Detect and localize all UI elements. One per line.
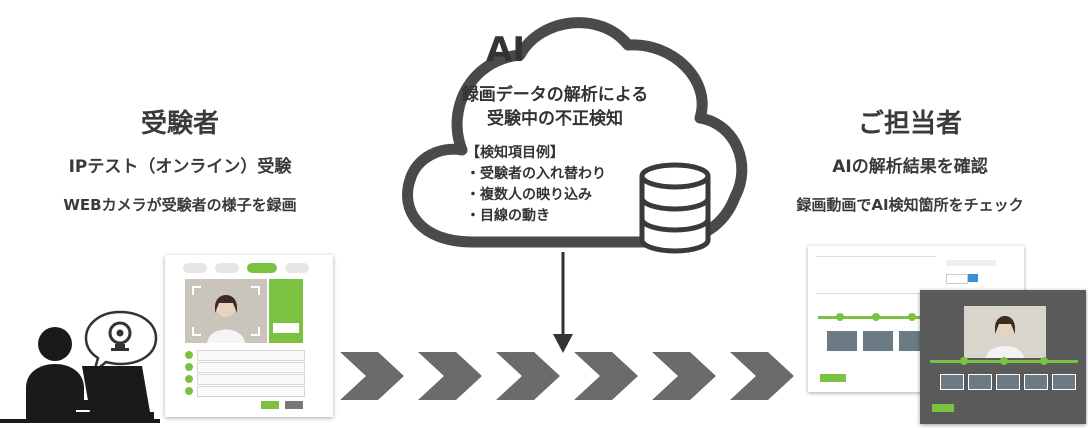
chevron-right-icon (418, 352, 482, 400)
admin-heading: ご担当者 (857, 109, 962, 139)
chevron-right-icon (574, 352, 638, 400)
examples-title: 【検知項目例】 (466, 145, 564, 161)
admin-line-2: 録画動画でAI検知箇所をチェック (796, 196, 1024, 214)
cloud-line-2: 受験中の不正検知 (487, 109, 623, 129)
chevron-right-icon (340, 352, 404, 400)
cloud-title: AI (486, 30, 525, 70)
down-arrow-icon (553, 252, 573, 353)
camera-preview (185, 279, 267, 343)
exam-screen-mockup (165, 255, 333, 417)
person-at-laptop-icon (0, 310, 160, 423)
database-icon (639, 162, 711, 254)
example-item: ・目線の動き (466, 208, 550, 224)
examinee-heading: 受験者 (140, 109, 219, 139)
chevron-right-icon (730, 352, 794, 400)
webcam-icon (108, 321, 132, 351)
side-panel (269, 279, 303, 343)
cloud-line-1: 録画データの解析による (461, 85, 649, 105)
chevron-right-icon (652, 352, 716, 400)
examinee-line-1: IPテスト（オンライン）受験 (68, 157, 292, 177)
admin-line-1: AIの解析結果を確認 (832, 157, 988, 177)
examinee-line-2: WEBカメラが受験者の様子を録画 (63, 196, 297, 214)
chevron-right-icon (496, 352, 560, 400)
video-frame (964, 306, 1046, 358)
example-item: ・複数人の映り込み (466, 187, 592, 203)
example-item: ・受験者の入れ替わり (466, 166, 606, 182)
video-playback-mockup (920, 290, 1086, 424)
flow-chevrons (340, 352, 794, 400)
